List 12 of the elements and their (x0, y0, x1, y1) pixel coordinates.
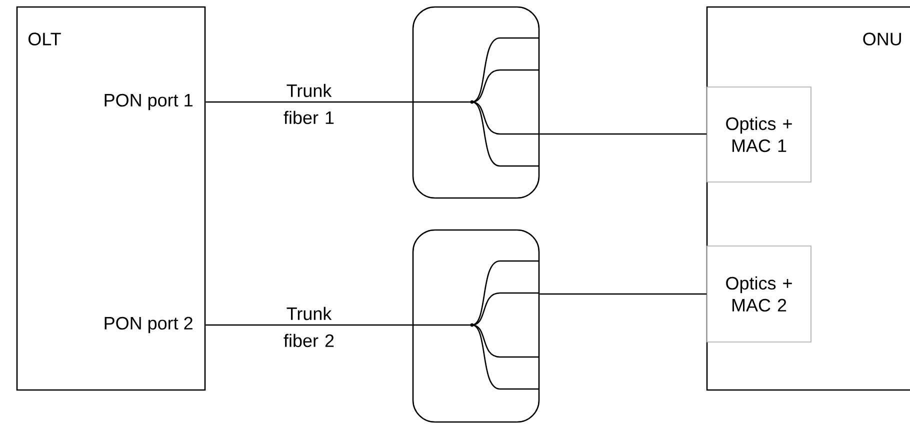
port-label: PON port 1 (104, 94, 192, 110)
module-box: Optics + MAC 1 (706, 86, 812, 182)
fiber-line (540, 133, 707, 135)
fiber-line (540, 293, 707, 295)
splitter-box (412, 6, 540, 199)
fiber-line (206, 101, 412, 103)
edge-label: Trunk fiber 2 (284, 306, 334, 348)
edge-label: Trunk fiber 1 (284, 84, 334, 124)
module-box: Optics + MAC 2 (706, 246, 812, 342)
splitter-box (412, 229, 540, 423)
port-label: PON port 2 (104, 316, 192, 334)
fiber-line (206, 324, 412, 326)
